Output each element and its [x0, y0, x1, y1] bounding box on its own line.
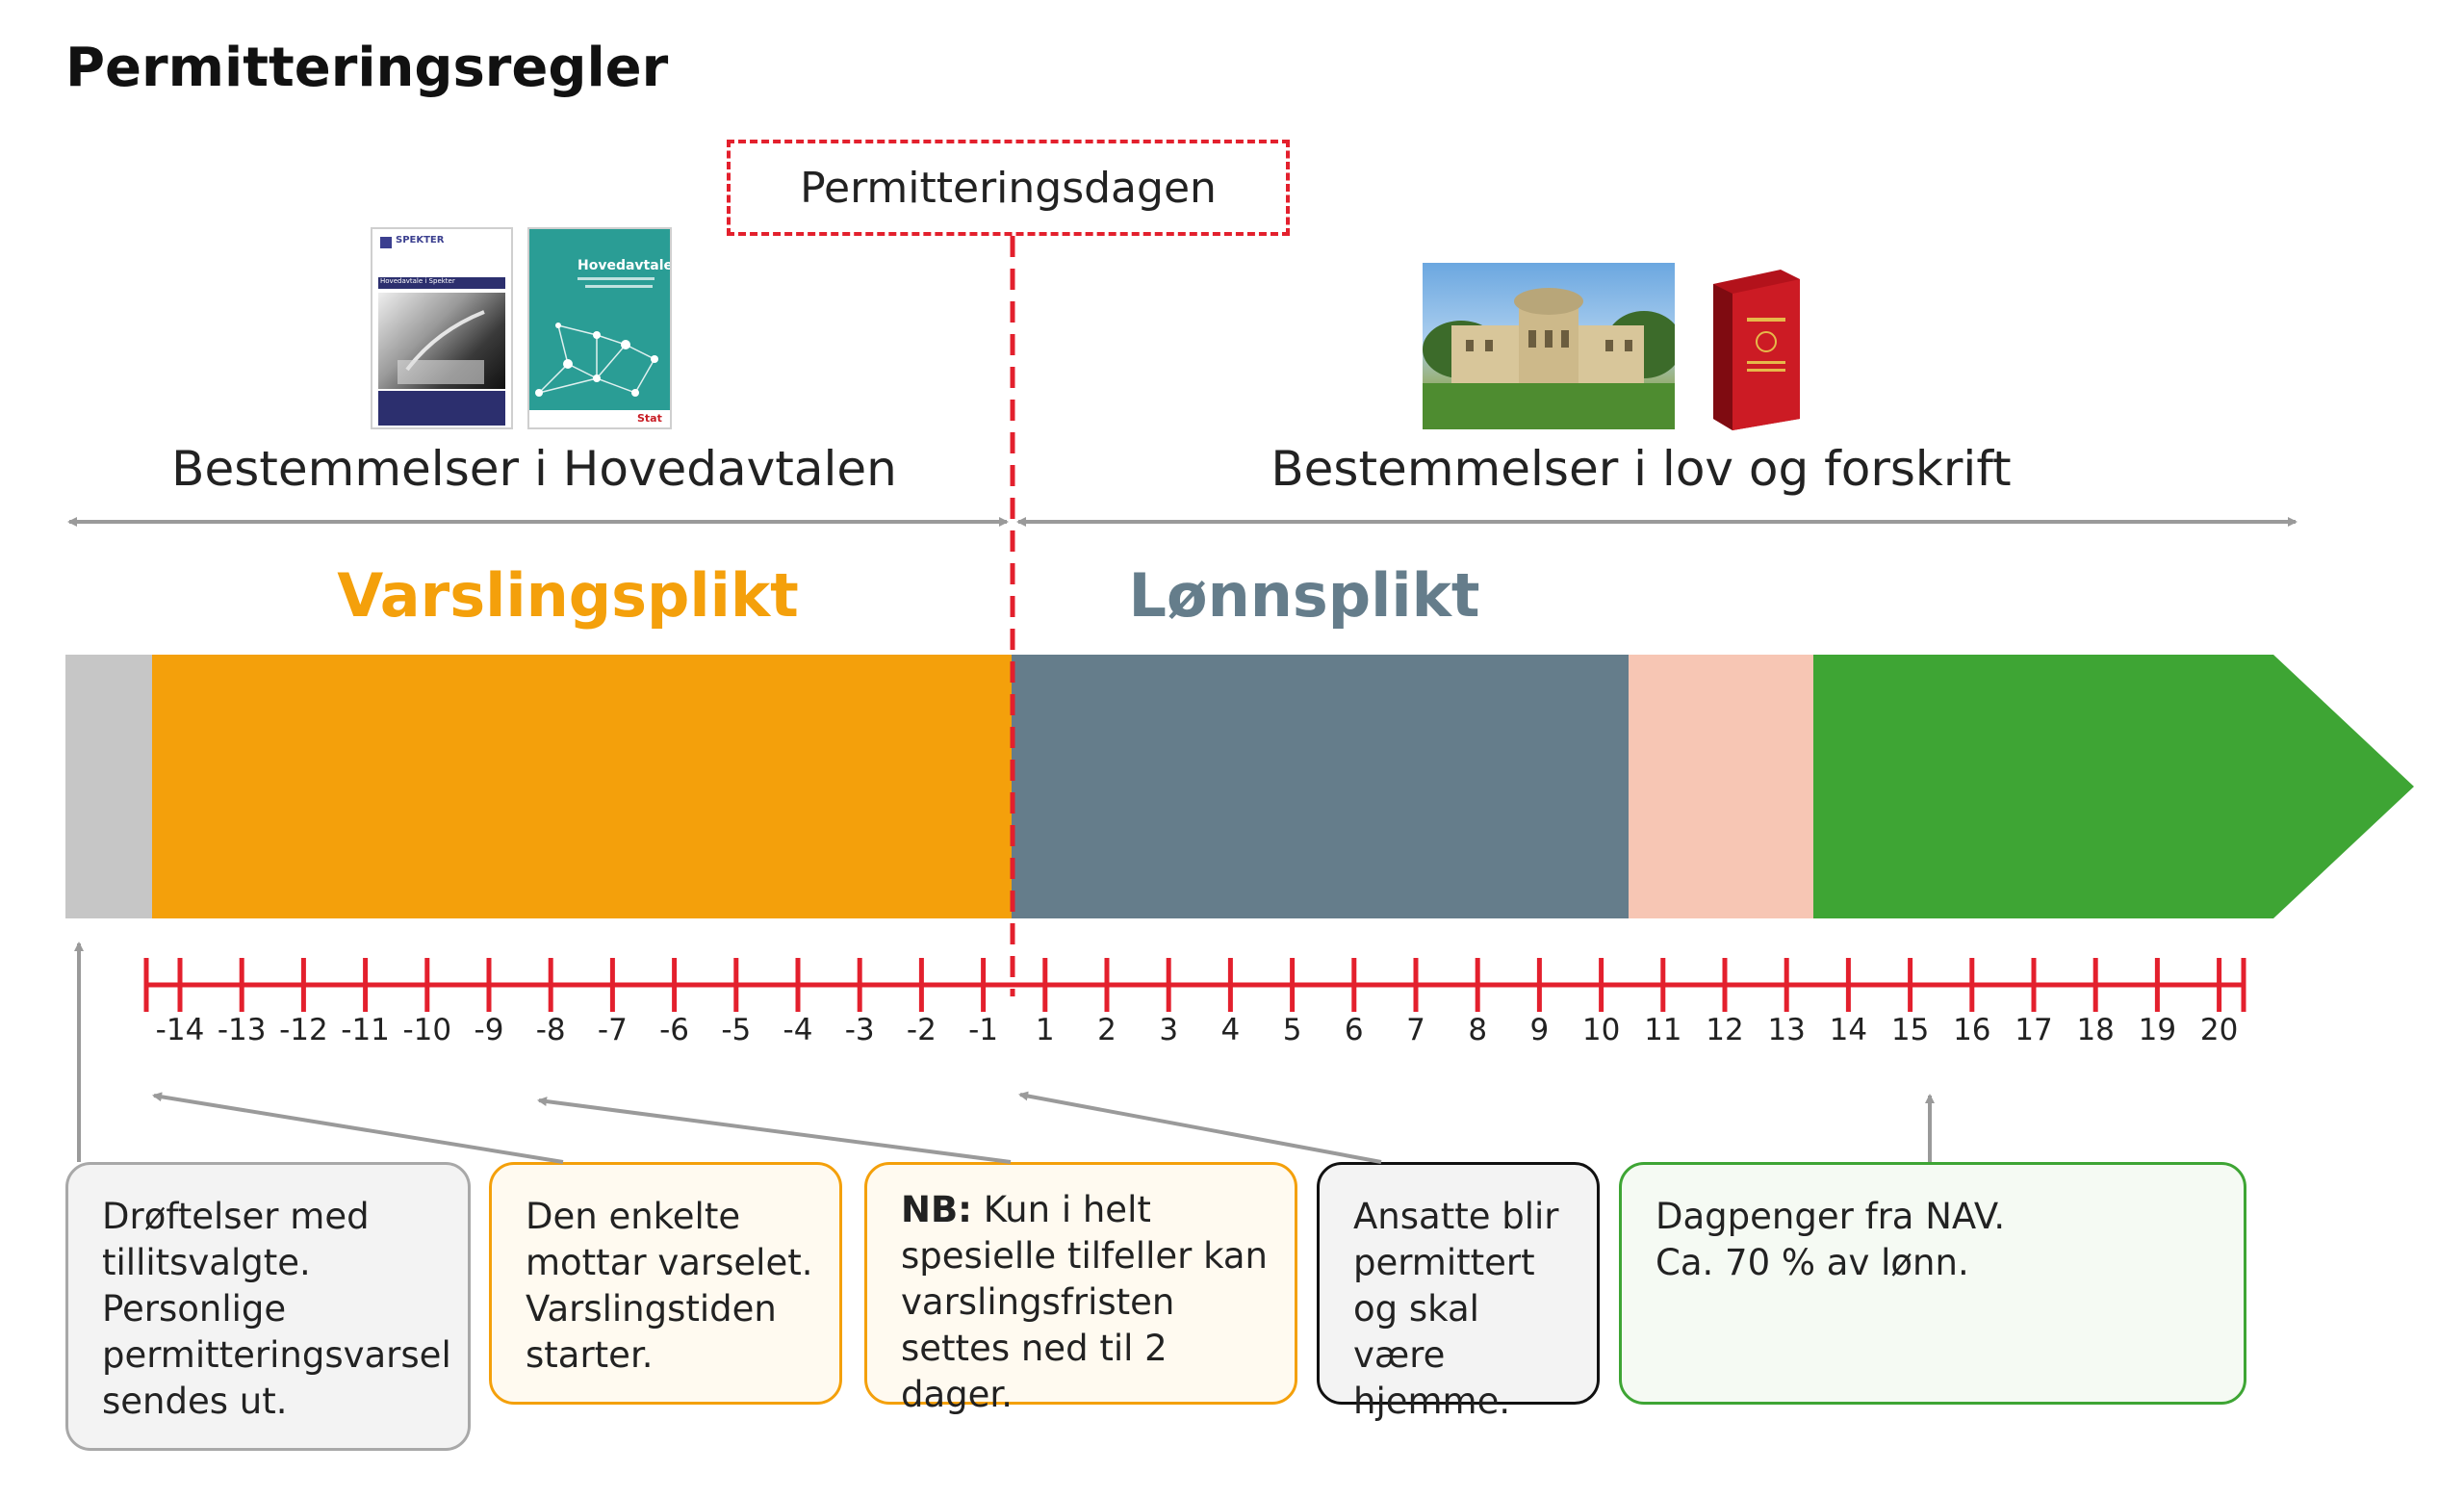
note-exception: NB: Kun i helt spesielle tilfeller kan v…: [864, 1162, 1297, 1415]
timeline-tick-label: 7: [1406, 1013, 1425, 1047]
timeline-tick-label: 4: [1220, 1013, 1241, 1047]
timeline-tick-label: 17: [2015, 1013, 2053, 1047]
timeline-tick-label: -3: [844, 1013, 875, 1047]
timeline-tick-label: 8: [1468, 1013, 1488, 1047]
timeline-tick-label: -11: [341, 1013, 390, 1047]
notice-duty-heading: Varslingsplikt: [337, 560, 799, 631]
hovedavtale-spekter-cover-icon: SPEKTER Hovedavtale i Spekter: [371, 227, 513, 429]
timeline-tick-label: 16: [1953, 1013, 1991, 1047]
timeline-tick-label: 19: [2138, 1013, 2177, 1047]
unemployment-benefits-label: Dagpenger: [1848, 741, 2231, 813]
pointer-arrow-exception: [537, 1097, 1012, 1164]
timeline-tick-label: 15: [1890, 1013, 1930, 1047]
parliament-building-icon: [1423, 263, 1675, 429]
timeline-tick-label: -6: [659, 1013, 690, 1047]
timeline-tick-label: 3: [1159, 1013, 1179, 1047]
page-title: Permitteringsregler: [65, 37, 669, 99]
stat-logo-text: Stat: [637, 412, 662, 425]
timeline-tick-label: -9: [474, 1013, 504, 1047]
note-laid-off: Ansatte blir permittert og skal være hje…: [1317, 1162, 1600, 1422]
note-benefits-line2: Ca. 70 % av lønn.: [1656, 1242, 1969, 1283]
note-laid-off-text: Ansatte blir permittert og skal være hje…: [1353, 1196, 1559, 1422]
pay-duty-heading: Lønnsplikt: [1128, 560, 1480, 631]
timeline-tick-label: -2: [906, 1013, 937, 1047]
timeline-tick-label: 6: [1344, 1013, 1364, 1047]
timeline-tick-label: -12: [279, 1013, 328, 1047]
note-exception-prefix: NB:: [901, 1189, 972, 1230]
note-benefits-line1: Dagpenger fra NAV.: [1656, 1196, 2006, 1237]
hovedavtale-stat-cover-icon: Hovedavtale Stat: [527, 227, 672, 429]
note-exception-text: Kun i helt spesielle tilfeller kan varsl…: [901, 1189, 1268, 1415]
spekter-publisher-text: SPEKTER: [396, 235, 445, 245]
note-individual-text: Den enkelte mottar varselet. Varslingsti…: [526, 1196, 813, 1376]
timeline-tick-label: -7: [597, 1013, 628, 1047]
timeline-tick-label: 14: [1829, 1013, 1868, 1047]
note-individual: Den enkelte mottar varselet. Varslingsti…: [489, 1162, 842, 1405]
timeline-tick-label: -1: [968, 1013, 999, 1047]
permittering-day-box: Permitteringsdagen: [727, 140, 1290, 236]
timeline-tick-label: 11: [1644, 1013, 1682, 1047]
law-book-icon: [1704, 265, 1810, 433]
timeline: [143, 958, 2246, 1012]
permittering-day-label: Permitteringsdagen: [800, 163, 1217, 213]
timeline-tick-label: 20: [2199, 1013, 2239, 1047]
law-regulation-caption: Bestemmelser i lov og forskrift: [1270, 441, 2012, 497]
karens-days-label: KARENS- DAGER: [1634, 750, 1808, 847]
timeline-tick-label: 2: [1097, 1013, 1116, 1047]
timeline-tick-label: 9: [1529, 1013, 1550, 1047]
timeline-tick-label: 12: [1706, 1013, 1744, 1047]
timeline-tick-label: -5: [721, 1013, 752, 1047]
spekter-heading-text: Hovedavtale i Spekter: [380, 277, 455, 285]
note-discussions: Drøftelser med tillitsvalgte. Personlige…: [65, 1162, 471, 1451]
pre-notice-gray-segment: [65, 655, 152, 918]
note-discussions-text: Drøftelser med tillitsvalgte. Personlige…: [102, 1196, 451, 1422]
pay-period-label: 10 dager: [1165, 741, 1475, 813]
timeline-tick-label: 10: [1581, 1013, 1621, 1047]
timeline-tick-label: 1: [1035, 1013, 1055, 1047]
notice-period-label: 14 dager: [426, 741, 737, 813]
timeline-tick-label: 18: [2076, 1013, 2115, 1047]
note-benefits: Dagpenger fra NAV. Ca. 70 % av lønn.: [1619, 1162, 2246, 1405]
timeline-tick-label: -10: [402, 1013, 452, 1047]
timeline-tick-label: 5: [1282, 1013, 1302, 1047]
hovedavtalen-caption: Bestemmelser i Hovedavtalen: [171, 441, 897, 497]
timeline-tick-label: -14: [155, 1013, 205, 1047]
timeline-tick-label: -8: [535, 1013, 566, 1047]
timeline-tick-label: 13: [1767, 1013, 1806, 1047]
pointer-arrow-individual: [152, 1092, 564, 1164]
stat-heading-text: Hovedavtale: [578, 258, 672, 273]
pointer-arrow-laid-off: [1018, 1091, 1382, 1164]
timeline-tick-label: -4: [783, 1013, 813, 1047]
timeline-tick-label: -13: [217, 1013, 267, 1047]
